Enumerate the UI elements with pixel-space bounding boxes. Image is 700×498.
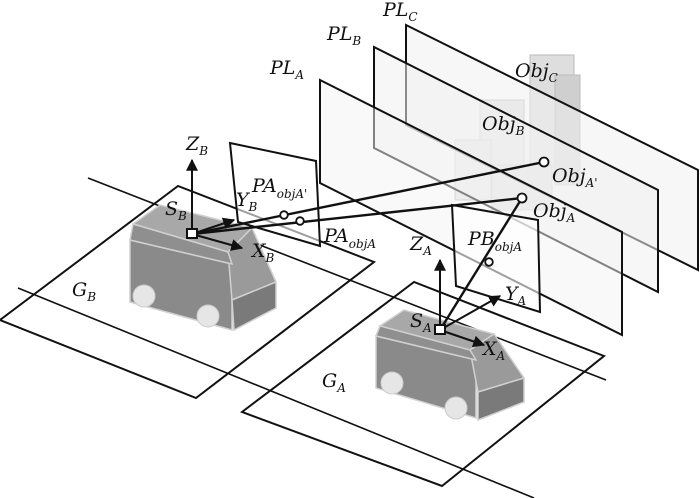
- label-x-a: XA: [481, 338, 506, 363]
- axis-y-b: [191, 217, 236, 235]
- axis-y-a: [439, 295, 502, 331]
- label-obj-b: ObjB: [482, 113, 525, 138]
- ray-b-to-obj-a: [191, 196, 523, 236]
- label-x-b: XB: [250, 240, 275, 265]
- label-z-b: ZB: [185, 133, 208, 158]
- point-pa-obj-a-prime: [279, 210, 289, 220]
- label-s-a: SA: [410, 310, 432, 335]
- label-pa-obj-a: PAobjA: [323, 225, 376, 251]
- car-a-hood: [477, 376, 525, 422]
- car-a-cab-side: [374, 325, 478, 362]
- axis-x-b: [191, 233, 244, 251]
- label-obj-a-prime: ObjA': [552, 165, 598, 190]
- label-pl-b: PLB: [326, 23, 361, 48]
- road-line-lower: [17, 287, 535, 498]
- car-b-cab-side: [129, 223, 234, 266]
- car-a-wheel-front: [444, 396, 468, 420]
- label-obj-a: ObjA: [533, 200, 576, 225]
- camera-b-sensor: [186, 228, 198, 239]
- label-y-a: YA: [505, 283, 527, 308]
- axis-x-a: [439, 329, 486, 348]
- point-obj-a-prime: [538, 156, 550, 168]
- car-b-wheel-rear: [132, 284, 156, 308]
- car-b-hood: [231, 280, 277, 332]
- car-a: [374, 309, 526, 422]
- ground-plane-b: [0, 184, 377, 400]
- ground-plane-a: [239, 280, 606, 488]
- ray-a-to-obj-a: [438, 197, 524, 331]
- label-s-b: SB: [165, 198, 187, 223]
- label-pl-c: PLC: [382, 0, 418, 24]
- point-pb-obj-a: [484, 257, 494, 267]
- ray-b-to-obj-a-prime: [191, 160, 545, 236]
- car-a-wheel-rear: [380, 371, 404, 395]
- label-z-a: ZA: [409, 233, 432, 258]
- camera-a-sensor: [434, 324, 446, 335]
- label-y-b: YB: [236, 189, 258, 214]
- camera-a-image-plane: [450, 203, 542, 314]
- label-g-a: GA: [322, 370, 346, 395]
- label-g-b: GB: [72, 279, 96, 304]
- label-pa-obj-a-prime: PAobjA': [251, 175, 307, 201]
- label-pb-obj-a: PBobjA: [467, 228, 522, 254]
- label-obj-c: ObjC: [515, 60, 558, 85]
- point-obj-a: [516, 192, 528, 204]
- label-pl-a: PLA: [269, 57, 304, 82]
- point-pa-obj-a: [295, 216, 305, 226]
- car-b-wheel-front: [196, 304, 220, 328]
